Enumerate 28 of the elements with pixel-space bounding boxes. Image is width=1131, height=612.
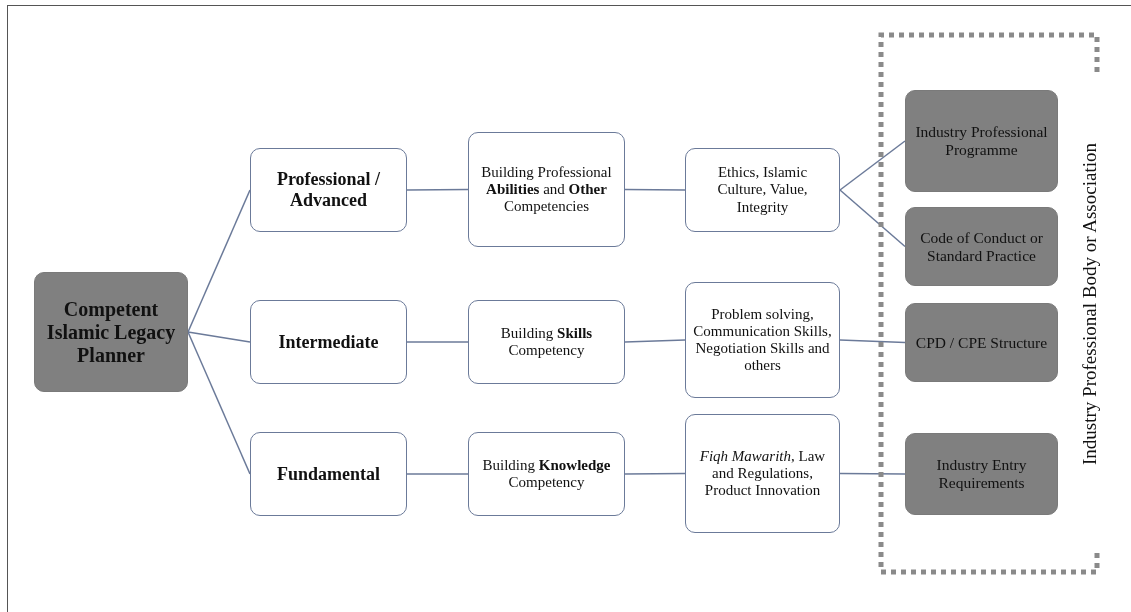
connector-line — [624, 188, 686, 191]
central-box: Competent Islamic Legacy Planner — [34, 272, 188, 392]
connector-line — [187, 331, 251, 343]
level-box: Professional / Advanced — [250, 148, 407, 232]
competency-box: Ethics, Islamic Culture, Value, Integrity — [685, 148, 840, 232]
requirement-box: Industry Entry Requirements — [905, 433, 1058, 515]
group-label: Industry Professional Body or Association — [1079, 142, 1101, 465]
requirement-box: Industry Professional Programme — [905, 90, 1058, 192]
competency-box: Building Knowledge Competency — [468, 432, 625, 516]
competency-box: Fiqh Mawarith, Law and Regulations, Product Innovation — [685, 414, 840, 533]
connector-line — [187, 189, 251, 333]
connector-line — [839, 339, 906, 344]
connector-line — [624, 472, 686, 475]
requirement-box: Code of Conduct or Standard Practice — [905, 207, 1058, 286]
connector-line — [187, 331, 251, 475]
connector-line — [406, 473, 469, 475]
level-box: Intermediate — [250, 300, 407, 384]
connector-line — [839, 472, 906, 475]
competency-box: Building Professional Abilities and Other Competencies — [468, 132, 625, 247]
connector-line — [406, 188, 469, 191]
connector-line — [406, 341, 469, 343]
connector-line — [839, 189, 906, 248]
competency-box: Problem solving, Communication Skills, Negotiation Skills and others — [685, 282, 840, 398]
level-box: Fundamental — [250, 432, 407, 516]
connector-line — [624, 339, 686, 343]
competency-box: Building Skills Competency — [468, 300, 625, 384]
connector-line — [839, 140, 906, 191]
requirement-box: CPD / CPE Structure — [905, 303, 1058, 382]
